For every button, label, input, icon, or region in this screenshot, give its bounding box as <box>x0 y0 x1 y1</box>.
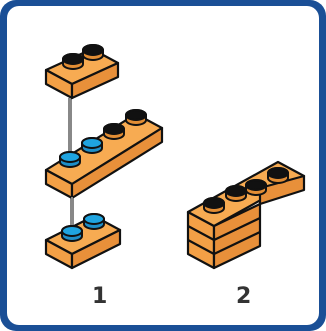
stud <box>82 44 104 61</box>
step1-middle-plate <box>44 109 164 200</box>
stud <box>62 53 84 70</box>
step1-top-plate <box>44 44 120 100</box>
step-number-2: 2 <box>236 284 252 309</box>
step-number-1: 1 <box>92 284 108 309</box>
step2-assembly <box>186 160 306 270</box>
step1-bottom-plate <box>44 213 122 270</box>
